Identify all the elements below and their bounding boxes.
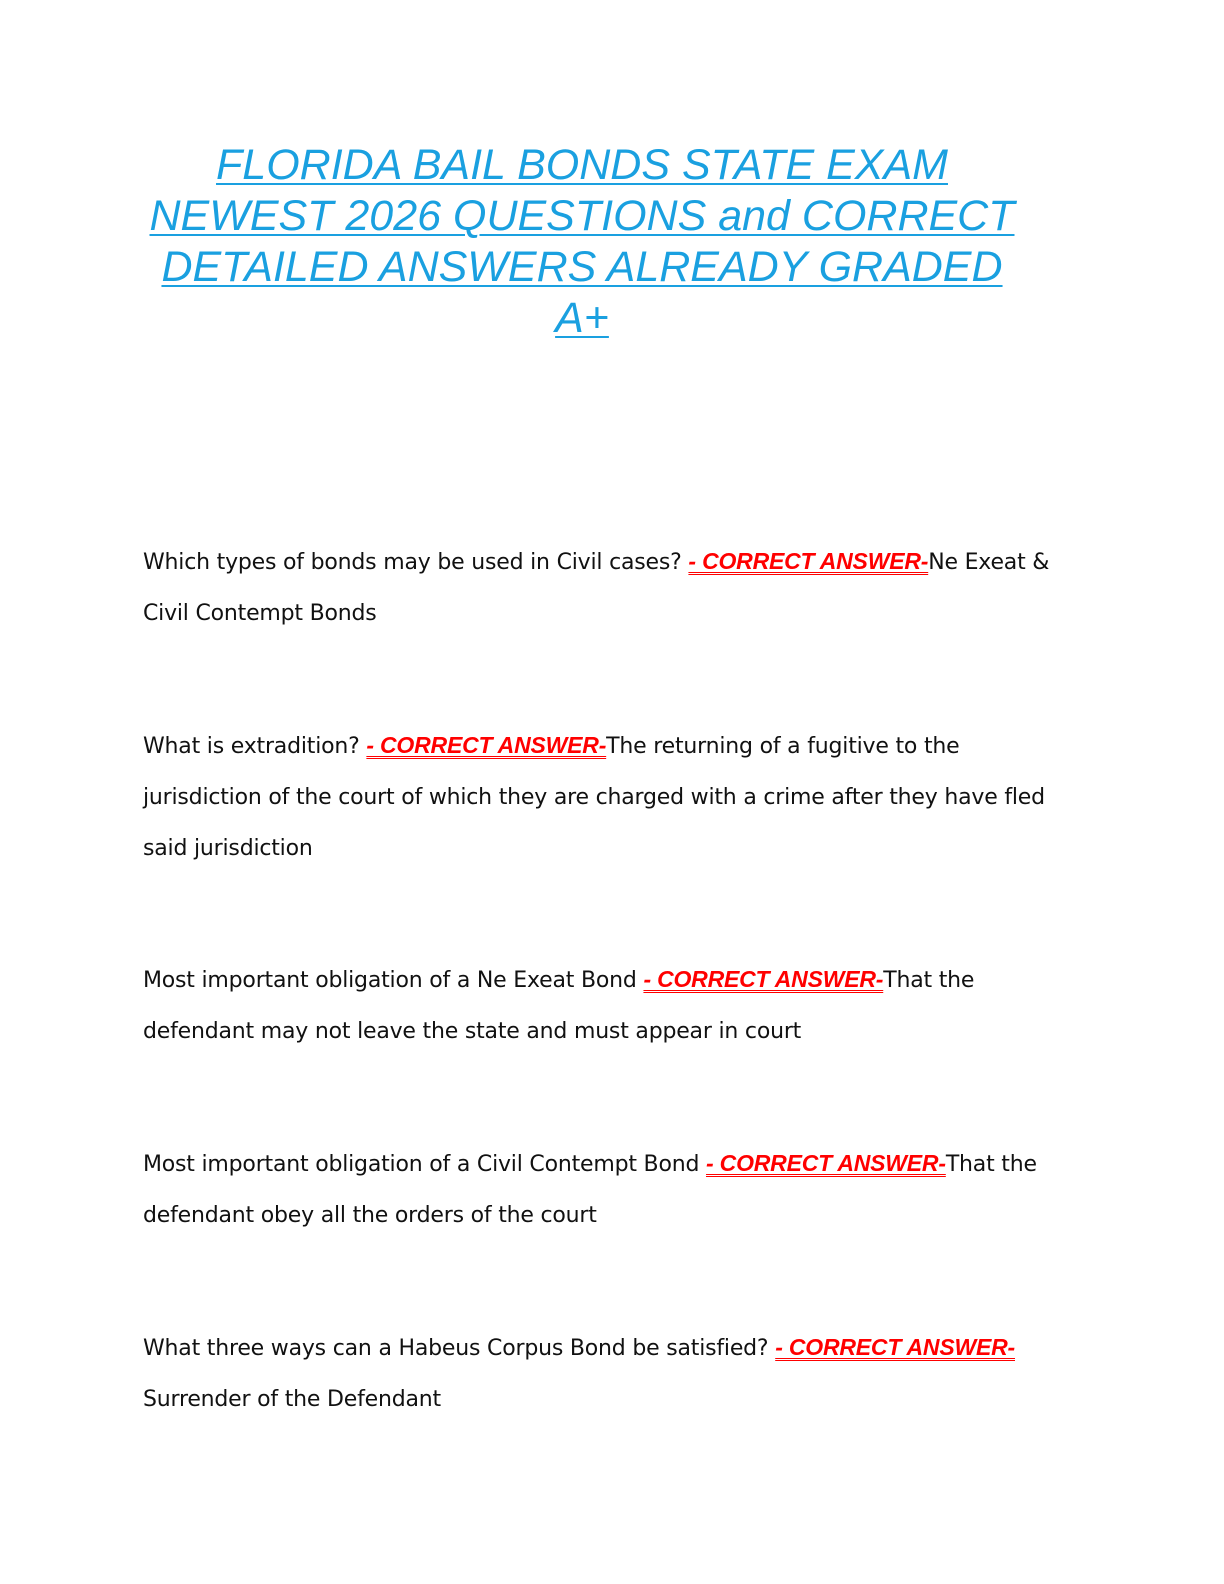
title-line-1: FLORIDA BAIL BONDS STATE EXAM — [216, 141, 948, 189]
answer-text: Ne Exeat & Civil Contempt Bonds — [143, 550, 1050, 626]
qa-item-1: Which types of bonds may be used in Civi… — [143, 536, 1083, 639]
correct-answer-marker: - CORRECT ANSWER- — [366, 732, 607, 758]
correct-answer-marker: - CORRECT ANSWER- — [706, 1150, 946, 1176]
correct-answer-marker: - CORRECT ANSWER- — [688, 548, 929, 574]
answer-text: That the defendant may not leave the sta… — [143, 968, 975, 1044]
correct-answer-marker: - CORRECT ANSWER- — [643, 966, 884, 992]
qa-item-4: Most important obligation of a Civil Con… — [143, 1138, 1083, 1241]
title-line-2: NEWEST 2026 QUESTIONS and CORRECT — [149, 192, 1015, 240]
question-text: Which types of bonds may be used in Civi… — [143, 550, 689, 575]
question-text: Most important obligation of a Civil Con… — [143, 1152, 707, 1177]
answer-text: Surrender of the Defendant — [143, 1387, 441, 1412]
question-text: What three ways can a Habeus Corpus Bond… — [143, 1336, 776, 1361]
qa-item-2: What is extradition? - CORRECT ANSWER-Th… — [143, 720, 1083, 874]
document-title: FLORIDA BAIL BONDS STATE EXAM NEWEST 202… — [120, 140, 1044, 344]
qa-item-3: Most important obligation of a Ne Exeat … — [143, 954, 1083, 1057]
question-text: Most important obligation of a Ne Exeat … — [143, 968, 644, 993]
qa-item-5: What three ways can a Habeus Corpus Bond… — [143, 1322, 1083, 1425]
question-text: What is extradition? — [143, 734, 367, 759]
title-line-4: A+ — [555, 294, 609, 342]
correct-answer-marker: - CORRECT ANSWER- — [775, 1334, 1015, 1360]
answer-text: That the defendant obey all the orders o… — [143, 1152, 1037, 1228]
answer-text: The returning of a fugitive to the juris… — [143, 734, 1045, 861]
title-line-3: DETAILED ANSWERS ALREADY GRADED — [161, 243, 1003, 291]
